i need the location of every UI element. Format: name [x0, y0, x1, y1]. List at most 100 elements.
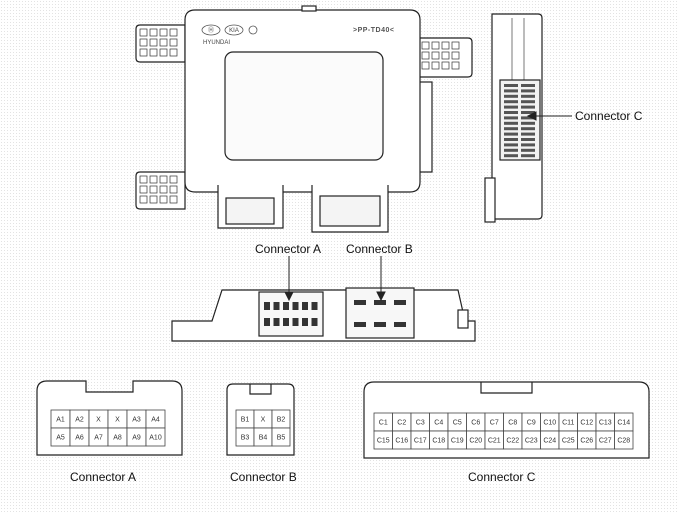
connector-c-pin-label: C19 [451, 438, 464, 445]
recycle-icon [248, 25, 258, 35]
bracket-hole [421, 61, 430, 70]
connector-c-pin-label: C10 [543, 420, 556, 427]
bracket-hole [169, 175, 178, 184]
bracket-hole [149, 185, 158, 194]
bracket-hole [451, 51, 460, 60]
side-pin [521, 94, 535, 98]
bracket-hole [139, 175, 148, 184]
side-pin [504, 105, 518, 109]
side-pin [521, 143, 535, 147]
brand-text: HYUNDAI [203, 40, 230, 46]
side-connector-pins [504, 84, 535, 158]
connector-a-pin-label: A4 [151, 417, 160, 424]
connector-a-pin-label: A2 [75, 417, 84, 424]
bracket-holes [139, 28, 460, 204]
connector-c-pin-label: C9 [527, 420, 536, 427]
bracket-hole [139, 38, 148, 47]
module-bottom-view [171, 287, 476, 342]
bottom-pin-b [374, 322, 386, 327]
connector-c-pin-label: C25 [562, 438, 575, 445]
bracket-hole [169, 185, 178, 194]
side-pin [504, 94, 518, 98]
module-logos: Ⓗ KIA HYUNDAI >PP-TD40< [201, 24, 394, 46]
connector-b-label: Connector B [230, 470, 297, 484]
connector-c-label: Connector C [468, 470, 536, 484]
connector-c-pin-label: C3 [416, 420, 425, 427]
callout-connector-b: Connector B [346, 242, 413, 256]
side-pin [504, 148, 518, 152]
connector-a-pin-label: A3 [132, 417, 141, 424]
bracket-hole [159, 175, 168, 184]
side-pin [504, 84, 518, 87]
side-pin [521, 116, 535, 120]
bottom-pin-a [302, 302, 308, 310]
connector-b-pin-label: B5 [277, 435, 286, 442]
bracket-hole [159, 185, 168, 194]
connector-c-pin-label: C28 [617, 438, 630, 445]
bottom-pin-a [273, 302, 280, 310]
connector-c-pin-label: C21 [488, 438, 501, 445]
bracket-hole [139, 28, 148, 37]
bracket-hole [421, 51, 430, 60]
connector-a-pin-label: A7 [94, 435, 103, 442]
bracket-hole [421, 41, 430, 50]
connector-c-pin-label: C22 [506, 438, 519, 445]
connector-a-pin-label: A6 [75, 435, 84, 442]
bottom-pin-a [283, 302, 289, 310]
side-pin [504, 143, 518, 147]
side-pin [504, 89, 518, 93]
bracket-hole [159, 38, 168, 47]
side-pin [521, 148, 535, 152]
kia-logo-text: KIA [229, 28, 239, 34]
connector-c-pin-label: C2 [397, 420, 406, 427]
hyundai-logo-glyph: Ⓗ [208, 26, 214, 34]
side-pin [521, 89, 535, 93]
part-code: >PP-TD40< [353, 27, 394, 34]
connector-b-pin-label: B2 [277, 417, 286, 424]
bracket-hole [441, 41, 450, 50]
connector-a-pin-cell [145, 427, 166, 447]
connector-c-pin-cell [614, 430, 634, 450]
side-pin [504, 100, 518, 104]
side-pin [521, 105, 535, 109]
connector-a-pin-label: X [96, 417, 101, 424]
side-pin [504, 121, 518, 125]
bottom-pin-b [394, 300, 406, 305]
bracket-hole [139, 185, 148, 194]
bracket-hole [441, 61, 450, 70]
hyundai-logo-icon [201, 24, 221, 36]
bottom-pin-a [311, 318, 318, 326]
connector-c-pin-label: C16 [395, 438, 408, 445]
connector-c-pin-label: C17 [414, 438, 427, 445]
bracket-hole [149, 38, 158, 47]
kia-logo-icon [224, 24, 244, 36]
bottom-pin-a [311, 302, 318, 310]
connector-b-pin-label: B1 [241, 417, 250, 424]
bracket-hole [149, 175, 158, 184]
bracket-hole [431, 61, 440, 70]
bottom-pin-b [374, 300, 386, 305]
side-pin [521, 132, 535, 136]
connector-c-pin-label: C20 [469, 438, 482, 445]
connector-b-pin-cell [271, 427, 291, 447]
connector-c-pin-label: C4 [434, 420, 443, 427]
side-pin [521, 111, 535, 114]
callout-connector-c: Connector C [575, 109, 643, 123]
connector-a-pin-label: A10 [149, 435, 162, 442]
connector-c-pin-label: C12 [580, 420, 593, 427]
bottom-pin-b [354, 322, 366, 327]
bottom-pin-a [292, 318, 299, 326]
bottom-pin-a [292, 302, 299, 310]
side-pin [521, 127, 535, 131]
connector-c-pin-label: C26 [580, 438, 593, 445]
side-pin [504, 116, 518, 120]
bracket-hole [139, 48, 148, 57]
bottom-connector-pins [264, 300, 406, 327]
side-pin [504, 154, 518, 158]
bottom-pin-b [394, 322, 406, 327]
bracket-hole [169, 28, 178, 37]
bottom-pin-a [273, 318, 280, 326]
